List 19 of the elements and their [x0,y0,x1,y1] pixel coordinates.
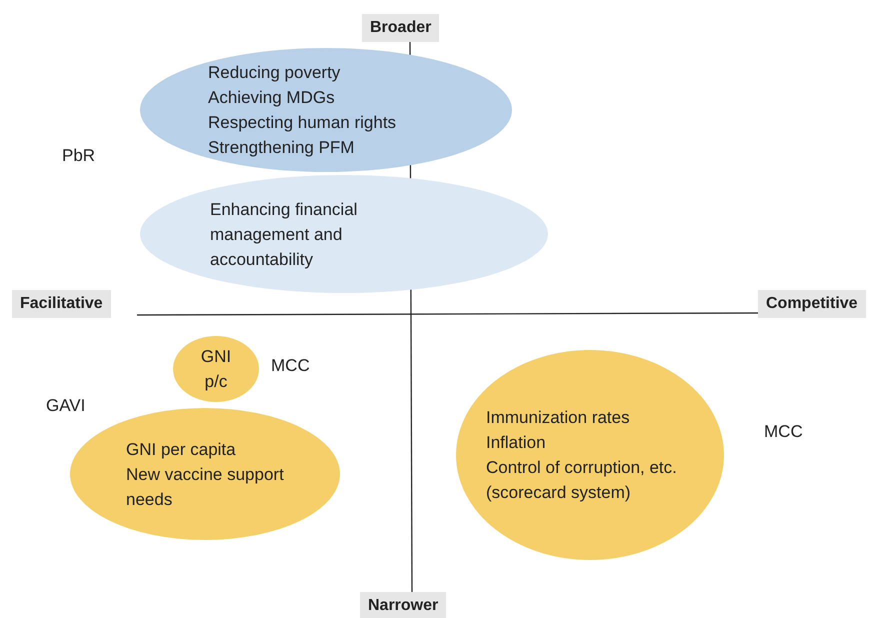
indicator-list-item: Control of corruption, etc. (scorecard system) [486,457,678,504]
program-label: PbR [62,146,96,166]
program-label: MCC [271,356,310,376]
goal-list-item: Achieving MDGs [208,87,335,109]
indicator-text: GNI p/c [200,346,232,393]
goal-text: Enhancing financial management and accountability [210,198,358,270]
goal-list-item: Reducing poverty [208,62,340,84]
program-label: GAVI [46,396,86,416]
goal-list-item: Respecting human rights [208,112,396,134]
indicator-list-item: Immunization rates [486,407,630,429]
axis-label: Narrower [360,592,446,618]
goal-list-item: Strengthening PFM [208,137,354,159]
indicator-list-item: GNI per capita [126,438,236,460]
indicator-list-item: New vaccine support needs [126,464,285,510]
axis-label: Competitive [758,290,866,318]
axis-label: Broader [362,14,440,42]
program-label: MCC [764,422,803,442]
indicator-list-item: Inflation [486,432,546,454]
axis-label: Facilitative [12,290,111,318]
